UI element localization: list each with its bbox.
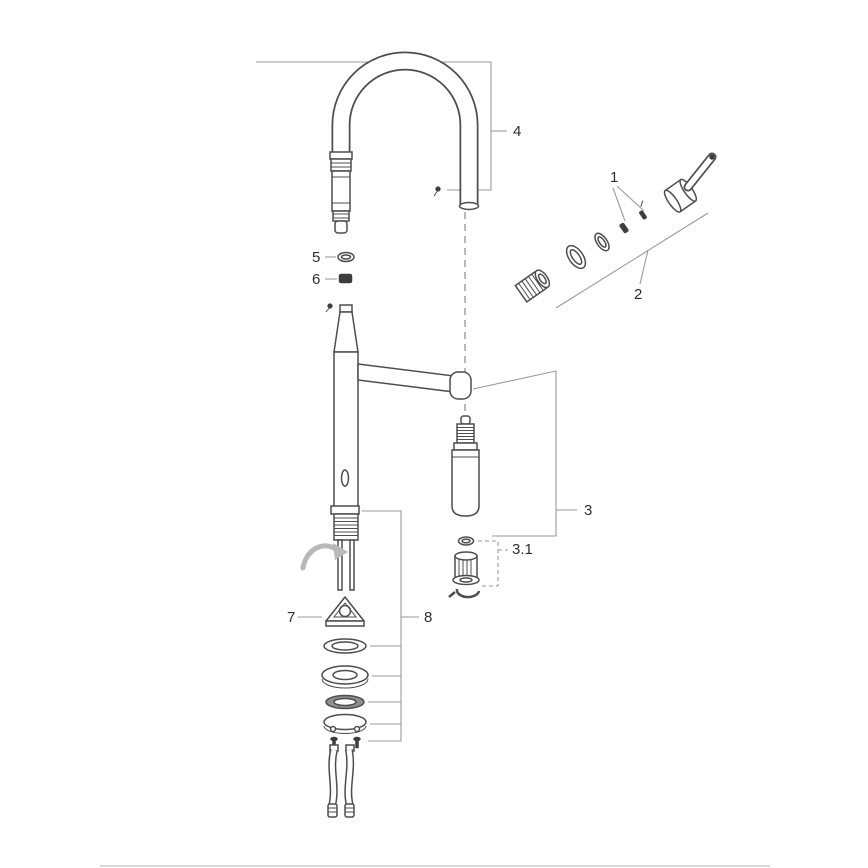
cartridge-assembly <box>514 152 717 303</box>
bracket-part3-1 <box>478 540 499 587</box>
bracket-part8 <box>362 510 402 742</box>
spout-outlet <box>458 201 480 211</box>
tick-part2 <box>639 249 649 285</box>
part-label-8: 8 <box>424 609 432 626</box>
part-label-5: 5 <box>312 249 320 266</box>
faucet-body <box>330 304 472 591</box>
o-ring-3-1 <box>457 536 475 546</box>
aerator <box>514 269 551 303</box>
bracket-part2 <box>555 212 709 309</box>
leader-part1-a <box>612 187 626 222</box>
grub-screw-2 <box>639 200 647 220</box>
screw-right <box>353 736 361 749</box>
gooseneck-spout <box>331 51 480 211</box>
leader-part1-b <box>616 185 645 212</box>
part-label-3: 3 <box>584 502 592 519</box>
part-label-2: 2 <box>634 286 642 303</box>
washer-1 <box>323 638 367 654</box>
handle <box>663 152 717 213</box>
spout-set-screw <box>433 186 441 197</box>
gasket <box>325 694 365 710</box>
inlet-pipe-right <box>349 539 355 591</box>
part-label-6: 6 <box>312 271 320 288</box>
grub-screw-1 <box>619 222 629 234</box>
spray-dock <box>449 371 472 400</box>
body-set-screw <box>325 303 333 313</box>
part-label-7: 7 <box>287 609 295 626</box>
bracket-part3 <box>472 370 557 537</box>
callout-lines <box>256 61 709 742</box>
part-label-1: 1 <box>610 169 618 186</box>
rotation-arrow <box>300 543 348 571</box>
bushing-3-1 <box>452 551 480 586</box>
part-label-3-1: 3.1 <box>512 541 533 558</box>
cartridge-ring <box>565 244 587 270</box>
inlet-pipe-left <box>337 539 343 591</box>
spout-hose-connector <box>329 151 353 234</box>
mounting-wedge <box>325 596 365 627</box>
body-button <box>340 469 350 487</box>
part-label-4: 4 <box>513 123 521 140</box>
nut-part6 <box>338 273 353 284</box>
spray-head-holder <box>451 415 480 517</box>
supply-hoses <box>327 744 355 818</box>
horseshoe-clamp <box>323 713 367 734</box>
o-ring-part5 <box>337 251 355 263</box>
retaining-clip-3-1 <box>448 588 481 599</box>
part-labels: 1 2 3 3.1 4 5 6 7 8 <box>287 123 642 626</box>
small-ring <box>594 232 610 252</box>
washer-2 <box>321 665 369 689</box>
spout-arm <box>357 363 455 393</box>
